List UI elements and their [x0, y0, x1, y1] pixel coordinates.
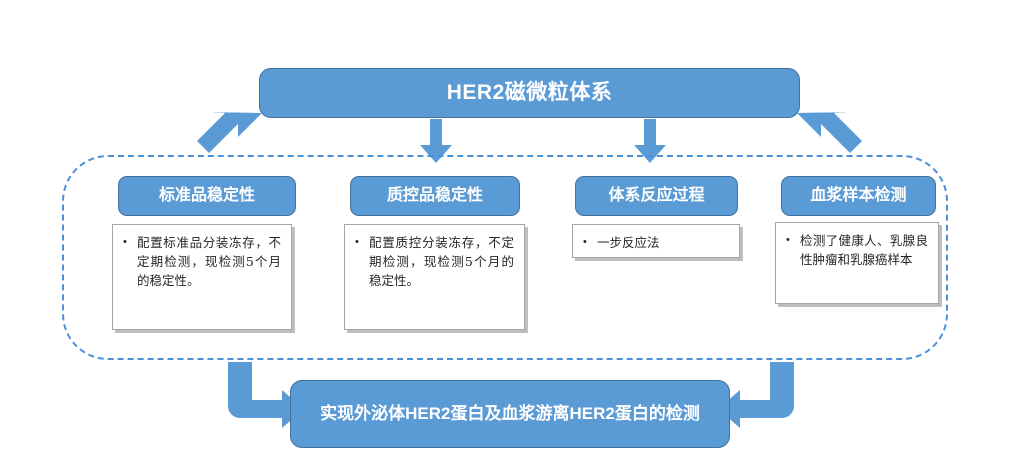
conclusion-box: 实现外泌体HER2蛋白及血浆游离HER2蛋白的检测 — [290, 380, 730, 448]
bullet-item: • 配置标准品分装冻存，不定期检测，现检测5个月的稳定性。 — [121, 233, 281, 290]
bullet-text: 检测了健康人、乳腺良性肿瘤和乳腺癌样本 — [800, 233, 928, 267]
category-header-label: 质控品稳定性 — [386, 187, 483, 204]
bullet-text: 一步反应法 — [597, 235, 660, 250]
bullet-item: • 一步反应法 — [581, 233, 729, 252]
category-header-reaction-process: 体系反应过程 — [575, 176, 738, 216]
bullet-marker-icon: • — [355, 236, 359, 248]
bullet-item: • 配置质控分装冻存，不定期检测，现检测5个月的稳定性。 — [353, 233, 514, 290]
conclusion-text: 实现外泌体HER2蛋白及血浆游离HER2蛋白的检测 — [320, 404, 700, 424]
diagram-title-box: HER2磁微粒体系 — [259, 68, 800, 118]
arrow-title-to-standard-icon — [197, 112, 262, 153]
category-group-container — [62, 155, 948, 360]
bullet-item: • 检测了健康人、乳腺良性肿瘤和乳腺癌样本 — [784, 231, 928, 269]
bullet-marker-icon: • — [583, 236, 587, 248]
category-header-plasma-sample: 血浆样本检测 — [781, 176, 936, 216]
bullet-text: 配置质控分装冻存，不定期检测，现检测5个月的稳定性。 — [369, 235, 514, 288]
category-content-standard: • 配置标准品分装冻存，不定期检测，现检测5个月的稳定性。 — [112, 224, 292, 330]
category-header-quality-control: 质控品稳定性 — [350, 176, 520, 216]
category-content-reaction-process: • 一步反应法 — [572, 224, 740, 258]
bullet-marker-icon: • — [123, 236, 127, 248]
category-header-standard: 标准品稳定性 — [118, 176, 296, 216]
category-header-label: 标准品稳定性 — [158, 187, 255, 204]
arrow-title-to-plasma-icon — [797, 112, 862, 153]
bullet-marker-icon: • — [786, 234, 790, 246]
diagram-title-text: HER2磁微粒体系 — [446, 80, 613, 104]
category-header-label: 血浆样本检测 — [810, 187, 907, 204]
category-content-plasma-sample: • 检测了健康人、乳腺良性肿瘤和乳腺癌样本 — [775, 222, 939, 304]
category-header-label: 体系反应过程 — [608, 187, 705, 204]
bullet-text: 配置标准品分装冻存，不定期检测，现检测5个月的稳定性。 — [137, 235, 281, 288]
category-content-quality-control: • 配置质控分装冻存，不定期检测，现检测5个月的稳定性。 — [344, 224, 525, 330]
